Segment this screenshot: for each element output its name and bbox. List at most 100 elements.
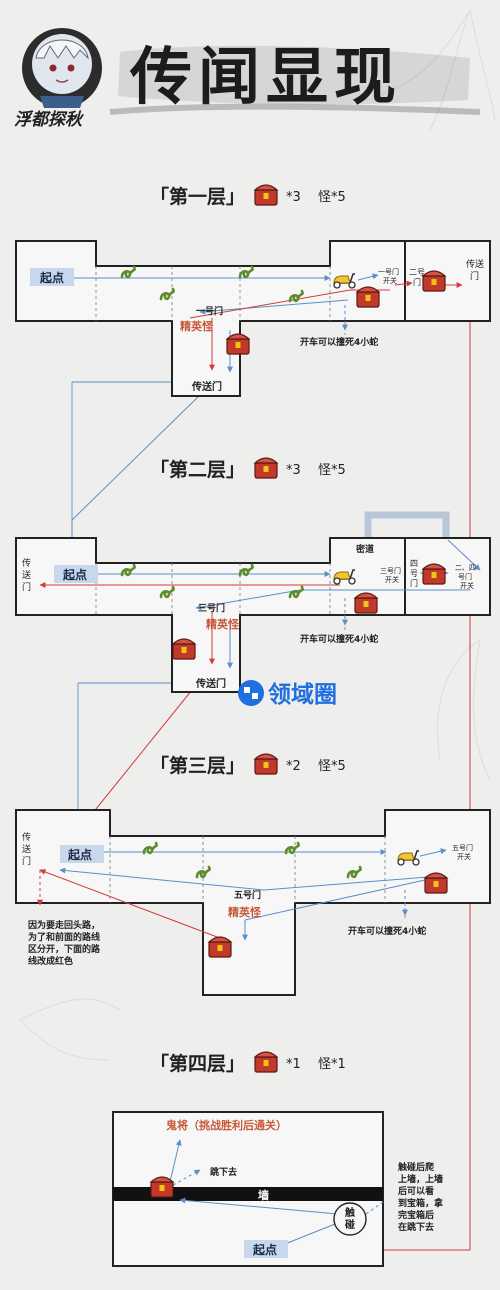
floor-3-car-note: 开车可以撞死4小蛇 bbox=[348, 925, 426, 937]
floor-1: 「第一层」 *3 怪*5 起点 bbox=[15, 184, 491, 397]
floor-2-elite-label: 精英怪 bbox=[206, 617, 240, 631]
label-line: 开关 bbox=[383, 276, 397, 285]
label-line: 送 bbox=[22, 569, 31, 581]
floor-3-start-label: 起点 bbox=[67, 847, 92, 862]
floor-1-door2: 二号 门 bbox=[409, 268, 428, 287]
floor-4-chest-icon bbox=[254, 1051, 278, 1073]
floor-3-elite-label: 精英怪 bbox=[228, 905, 262, 919]
floor-2-door4: 四 号 门 bbox=[410, 559, 421, 588]
label-line: 传送 bbox=[466, 258, 484, 270]
floor-2-chest-icon bbox=[354, 592, 378, 614]
floor-3-portal-left: 传 送 门 bbox=[22, 831, 34, 867]
floor-4-chest-count: *1 bbox=[286, 1057, 301, 1072]
watermark-text: 领域圈 bbox=[268, 681, 337, 708]
avatar bbox=[22, 28, 102, 108]
label-line: 开关 bbox=[385, 575, 399, 584]
floor-1-portal-bottom: 传送门 bbox=[191, 380, 222, 393]
floor-2-elite-icon bbox=[172, 638, 196, 660]
label-line: 送 bbox=[22, 843, 31, 855]
floor-2-monster-count: 怪*5 bbox=[318, 463, 346, 478]
label-line: 区分开，下面的路 bbox=[28, 943, 101, 955]
floor-2-heading: 「第二层」 *3 怪*5 bbox=[150, 457, 346, 481]
floor-1-portal-right: 传送 门 bbox=[466, 258, 487, 282]
floor-1-car-note: 开车可以撞死4小蛇 bbox=[300, 336, 378, 348]
floor-1-start-marker bbox=[30, 268, 74, 286]
floor-4: 「第四层」 *1 怪*1 墙 鬼将（挑战胜利后通关） 跳下去 触 碰 起点 触碰… bbox=[112, 1051, 446, 1267]
floor-3-monster-count: 怪*5 bbox=[318, 759, 346, 774]
label-line: 号门 bbox=[458, 572, 472, 581]
floor-1-elite-label: 精英怪 bbox=[180, 319, 214, 333]
floor-2-door3: 三号门 bbox=[198, 602, 225, 614]
floor-4-boss-icon bbox=[150, 1176, 174, 1198]
label-line: 门 bbox=[22, 581, 31, 593]
floor-1-title: 「第一层」 bbox=[150, 185, 245, 208]
floor-3-door5-switch: 五号门 开关 bbox=[452, 843, 475, 861]
label-line: 二号 bbox=[409, 268, 425, 277]
floor-3-title: 「第三层」 bbox=[150, 754, 245, 777]
floor-1-monster-count: 怪*5 bbox=[318, 190, 346, 205]
watermark: 领域圈 bbox=[238, 680, 337, 708]
floor-2: 「第二层」 *3 怪*5 bbox=[15, 457, 491, 693]
floor-4-routes bbox=[167, 1139, 387, 1251]
floor-3-map bbox=[15, 809, 491, 996]
floor-3-chest-icon bbox=[254, 753, 278, 775]
label-line: 开关 bbox=[460, 581, 474, 590]
floor-2-door3-switch: 三号门 开关 bbox=[380, 566, 403, 584]
floor-3-start-marker bbox=[60, 845, 104, 863]
floor-4-touch-point bbox=[333, 1202, 367, 1236]
floor-1-door1-switch: 一号门 开关 bbox=[378, 267, 401, 285]
floor-4-touch-note: 触碰后爬 上墙，上墙 后可以看 到宝箱，拿 完宝箱后 在跳下去 bbox=[397, 1161, 446, 1233]
label-line: 上墙，上墙 bbox=[398, 1173, 443, 1185]
floor-4-start-marker bbox=[244, 1240, 288, 1258]
floor-3-routes bbox=[37, 848, 447, 941]
label-line: 完宝箱后 bbox=[398, 1209, 434, 1221]
label-line: 门 bbox=[22, 855, 31, 867]
logo-text: 浮都探秋 bbox=[14, 110, 85, 130]
floor-1-map bbox=[15, 240, 491, 397]
label-line: 为了和前面的路线 bbox=[28, 931, 100, 943]
floor-4-title: 「第四层」 bbox=[150, 1052, 245, 1075]
label-line: 传 bbox=[22, 557, 31, 569]
floor-4-touch-label: 触 碰 bbox=[344, 1206, 358, 1231]
label-line: 因为要走回头路， bbox=[28, 919, 100, 931]
floor-1-elite-icon bbox=[226, 333, 250, 355]
floor-2-start-marker bbox=[54, 565, 98, 583]
label-line: 三号门 bbox=[380, 566, 401, 575]
page-title: 传闻显现 bbox=[129, 40, 402, 113]
label-line: 门 bbox=[410, 578, 418, 588]
floor-3-heading: 「第三层」 *2 怪*5 bbox=[150, 753, 346, 777]
label-line: 在跳下去 bbox=[398, 1221, 434, 1233]
label-line: 二、四 bbox=[455, 564, 476, 572]
label-line: 到宝箱，拿 bbox=[398, 1197, 444, 1209]
floor-3-door5: 五号门 bbox=[234, 889, 261, 901]
floor-2-door24-switch: 二、四 号门 开关 bbox=[455, 564, 478, 590]
label-line: 触碰后爬 bbox=[397, 1161, 435, 1173]
floor-4-jump-label: 跳下去 bbox=[210, 1166, 237, 1178]
floor-4-wall-label: 墙 bbox=[258, 1188, 269, 1202]
floor-2-portal-bottom: 传送门 bbox=[195, 677, 226, 690]
floor-2-chest-count: *3 bbox=[286, 463, 301, 478]
floor-3-chest-icon bbox=[424, 872, 448, 894]
floor-4-boss-label: 鬼将（挑战胜利后通关） bbox=[166, 1118, 287, 1132]
label-line: 线改成红色 bbox=[28, 955, 73, 967]
label-line: 门 bbox=[470, 270, 479, 282]
label-line: 触 bbox=[344, 1206, 355, 1219]
label-line: 五号门 bbox=[452, 843, 473, 852]
label-line: 号 bbox=[410, 569, 418, 578]
floor-1-start-label: 起点 bbox=[39, 270, 64, 285]
route-lines-global bbox=[69, 300, 471, 1253]
label-line: 四 bbox=[410, 559, 418, 568]
label-line: 后可以看 bbox=[398, 1185, 434, 1197]
floor-2-secret-label: 密道 bbox=[355, 543, 374, 555]
header: 浮都探秋 传闻显现 bbox=[14, 28, 481, 130]
floor-2-start-label: 起点 bbox=[62, 567, 87, 582]
watermark-logo-icon bbox=[238, 680, 264, 706]
floor-2-title: 「第二层」 bbox=[150, 458, 245, 481]
floor-3-chest-count: *2 bbox=[286, 759, 301, 774]
floor-1-door1: 一号门 bbox=[196, 305, 223, 317]
floor-2-chest-icon bbox=[422, 563, 446, 585]
floor-2-portal-left: 传 送 门 bbox=[22, 557, 34, 593]
label-line: 碰 bbox=[345, 1218, 355, 1231]
label-line: 开关 bbox=[457, 852, 471, 861]
